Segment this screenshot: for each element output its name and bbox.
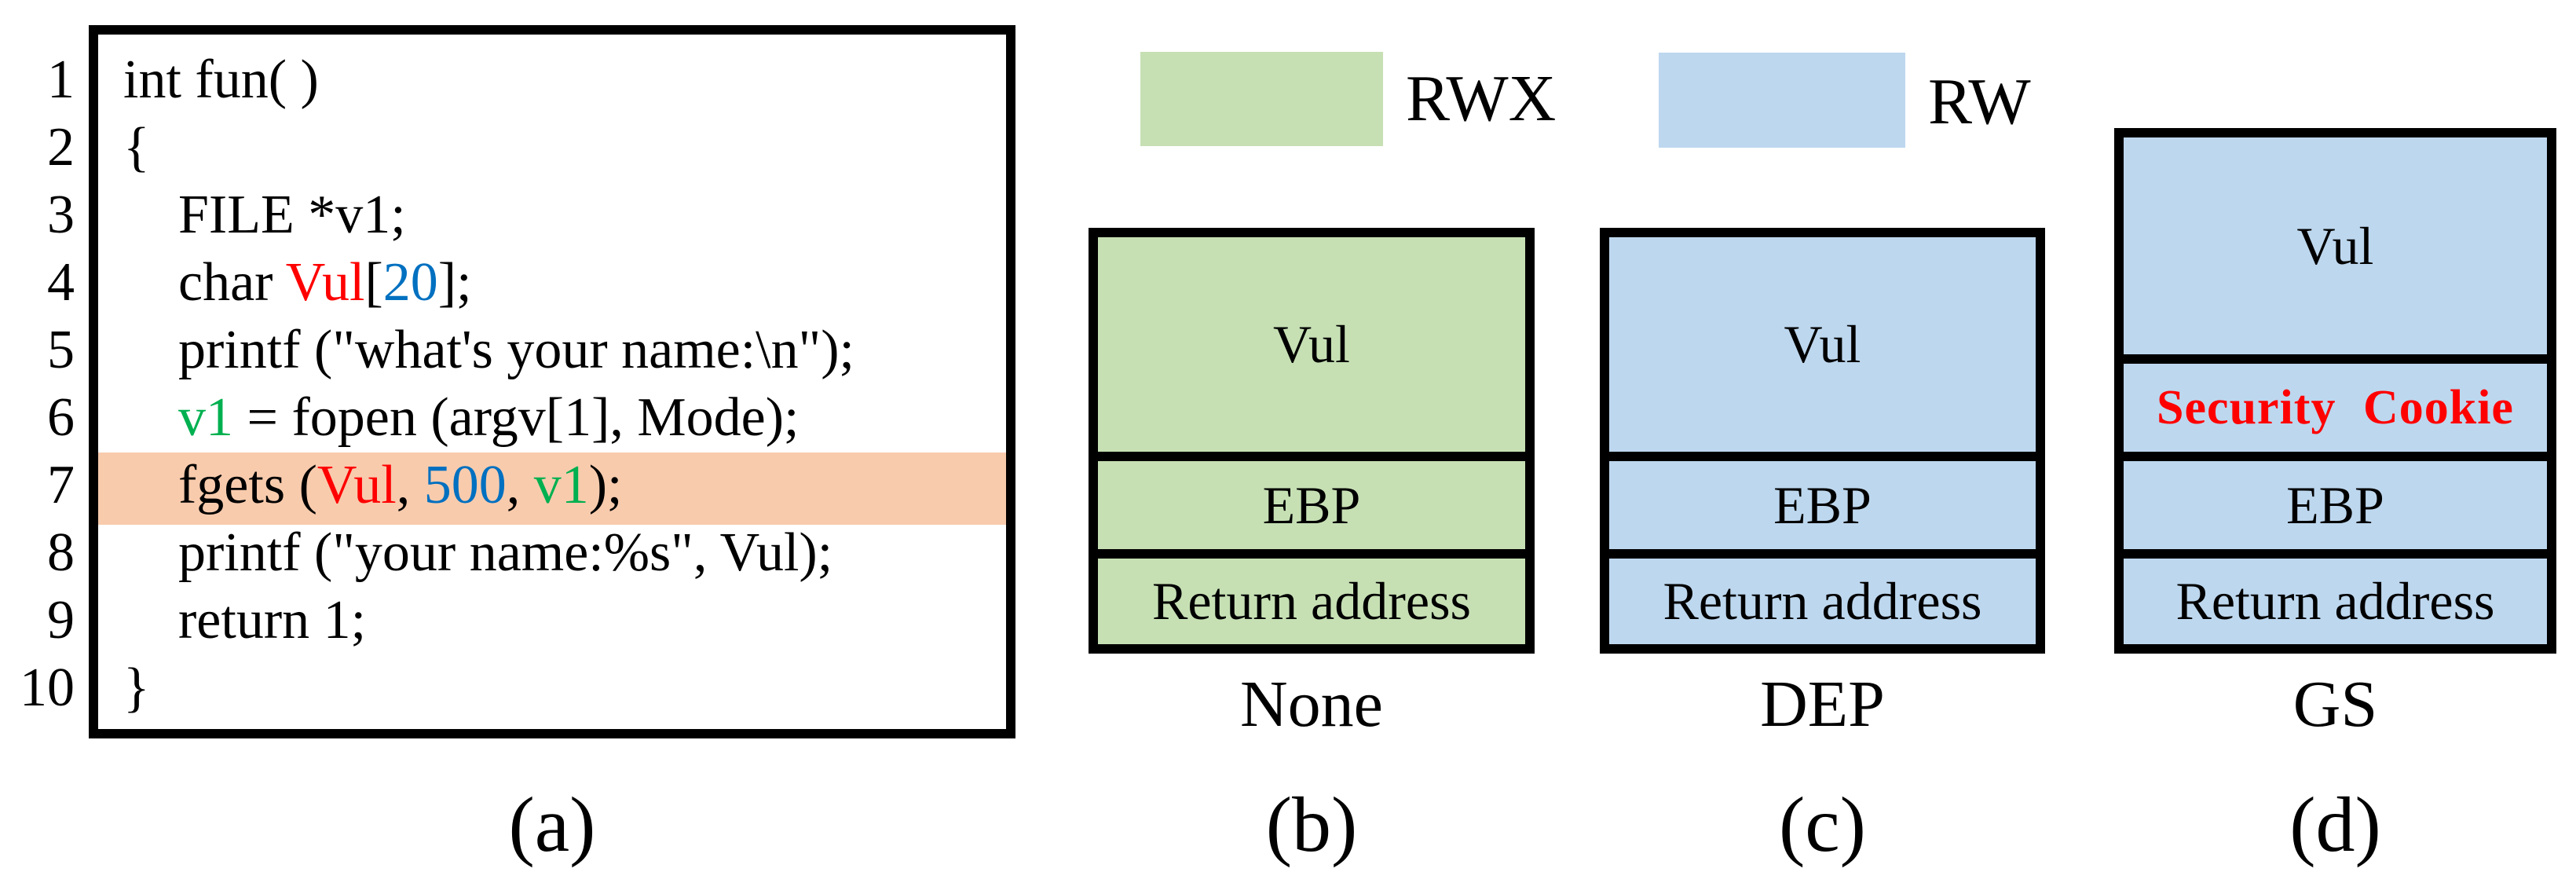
code-line: v1 = fopen (argv[1], Mode);	[178, 384, 799, 452]
stack-cell-ebp: EBP	[1098, 452, 1525, 549]
code-token: return 1;	[178, 590, 367, 650]
code-token: v1	[533, 455, 589, 515]
subfigure-letter-c: (c)	[1779, 781, 1866, 868]
code-box	[89, 25, 1015, 738]
stack-cell-return-address: Return address	[1098, 549, 1525, 644]
code-line: FILE *v1;	[178, 181, 406, 249]
stack-cell-label: Return address	[2175, 571, 2495, 631]
subfigure-letter-a: (a)	[508, 781, 596, 868]
code-token: [	[364, 252, 383, 313]
stack-dep: Vul EBP Return address	[1600, 228, 2045, 654]
code-line: int fun( )	[123, 46, 319, 114]
stack-cell-vul: Vul	[2124, 137, 2547, 354]
code-token: ];	[437, 252, 472, 313]
code-token: v1	[178, 387, 233, 448]
code-token: printf ("what's your name:\n");	[178, 320, 854, 380]
code-token: );	[588, 455, 623, 515]
stack-cell-label: EBP	[1262, 474, 1361, 535]
code-token: FILE *v1;	[178, 185, 406, 245]
vulnerable-line-highlight	[98, 452, 1006, 525]
stack-gs: Vul Security Cookie EBP Return address	[2114, 128, 2556, 654]
code-line-number: 3	[47, 185, 75, 245]
code-token: {	[123, 117, 150, 178]
stack-cell-vul: Vul	[1098, 237, 1525, 452]
legend-swatch-rw	[1659, 53, 1905, 148]
stack-cell-security-cookie: Security Cookie	[2124, 354, 2547, 452]
code-token: Vul	[285, 252, 365, 313]
stack-cell-label: EBP	[2286, 474, 2384, 535]
stack-cell-return-address: Return address	[2124, 549, 2547, 644]
code-token: char	[178, 252, 286, 313]
stack-cell-label: Return address	[1151, 571, 1471, 631]
code-line-number: 6	[47, 387, 75, 448]
legend-label-rwx: RWX	[1406, 62, 1557, 135]
code-line-number: 8	[47, 522, 75, 583]
protection-label-dep: DEP	[1760, 668, 1885, 741]
protection-label-none: None	[1240, 668, 1383, 741]
stack-cell-return-address: Return address	[1609, 549, 2036, 644]
code-line-vulnerable: fgets (Vul, 500, v1);	[178, 452, 622, 519]
code-line: printf ("what's your name:\n");	[178, 317, 854, 384]
code-token: Vul	[317, 455, 397, 515]
code-line-number: 4	[47, 252, 75, 313]
stack-cell-vul: Vul	[1609, 237, 2036, 452]
code-token: int fun( )	[123, 49, 319, 110]
code-line: printf ("your name:%s", Vul);	[178, 519, 832, 587]
subfigure-letter-b: (b)	[1265, 781, 1358, 868]
subfigure-letter-d: (d)	[2289, 781, 2381, 868]
stack-none: Vul EBP Return address	[1089, 228, 1535, 654]
legend-label-rw: RW	[1928, 65, 2031, 138]
code-token: fgets (	[178, 455, 317, 515]
security-cookie-label: Security Cookie	[2157, 380, 2514, 434]
stack-cell-ebp: EBP	[2124, 452, 2547, 549]
legend-swatch-rwx	[1140, 52, 1383, 146]
code-line-number: 10	[20, 658, 75, 718]
code-line: char Vul[20];	[178, 249, 472, 317]
stack-cell-label: EBP	[1773, 474, 1872, 535]
code-line: return 1;	[178, 587, 366, 654]
code-line-number: 1	[47, 49, 75, 110]
stack-cell-ebp: EBP	[1609, 452, 2036, 549]
code-line-number: 7	[47, 455, 75, 515]
code-line-number: 5	[47, 320, 75, 380]
code-token: 20	[382, 252, 438, 313]
code-token: ,	[396, 455, 424, 515]
stack-cell-label: Vul	[2296, 215, 2374, 276]
stack-cell-label: Vul	[1273, 314, 1350, 374]
code-line-number: 9	[47, 590, 75, 650]
code-line: {	[123, 114, 150, 181]
protection-label-gs: GS	[2292, 668, 2378, 741]
code-token: = fopen (argv[1], Mode);	[233, 387, 800, 448]
code-token: printf ("your name:%s", Vul);	[178, 522, 833, 583]
code-token: ,	[506, 455, 534, 515]
stack-cell-label: Vul	[1784, 314, 1861, 374]
stack-cell-label: Return address	[1663, 571, 1982, 631]
code-line-number: 2	[47, 117, 75, 178]
code-line: }	[123, 654, 150, 722]
code-token: 500	[423, 455, 507, 515]
code-token: }	[123, 658, 150, 718]
